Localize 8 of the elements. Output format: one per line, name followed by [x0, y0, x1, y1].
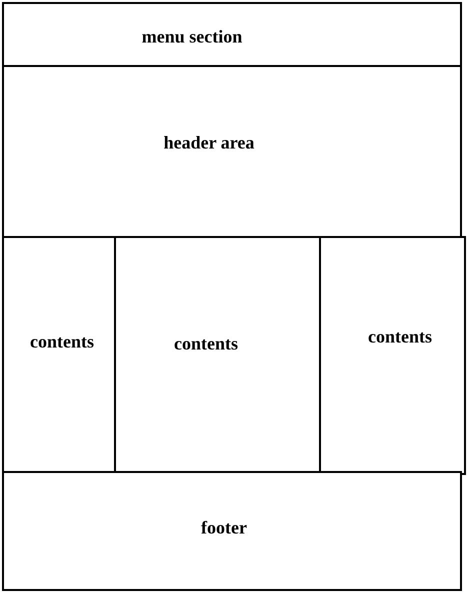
section-label: contents: [30, 332, 94, 352]
layout-section: [319, 236, 466, 475]
section-label: contents: [174, 334, 238, 354]
section-label: header area: [164, 132, 254, 154]
section-label: menu section: [142, 26, 242, 48]
section-label: footer: [201, 518, 247, 538]
section-label: contents: [368, 326, 432, 348]
layout-section: [2, 471, 462, 591]
